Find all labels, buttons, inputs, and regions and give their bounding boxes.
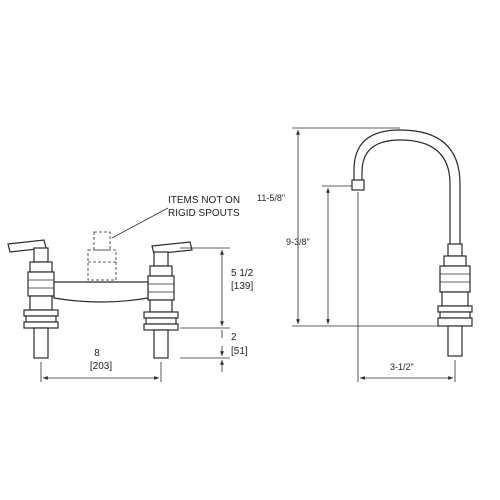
note-line2: RIGID SPOUTS [168,208,240,219]
dim-height-in: 5 1/2 [231,268,254,279]
dim-height-mm: [139] [231,281,253,292]
front-dimensions [40,247,230,382]
dim-shank-in: 2 [231,332,237,343]
side-dimensions [292,127,456,382]
dim-overall-height: 11-5/8" [257,193,285,203]
dim-reach: 3-1/2" [390,362,414,372]
front-view-faucet [7,207,193,359]
dim-spout-height: 9-3/8" [286,237,310,247]
dim-centers-in: 8 [94,348,100,359]
dim-centers-mm: [203] [90,361,112,372]
side-view-faucet [351,129,473,357]
dim-shank-mm: [51] [231,346,248,357]
note-line1: ITEMS NOT ON [168,195,240,206]
